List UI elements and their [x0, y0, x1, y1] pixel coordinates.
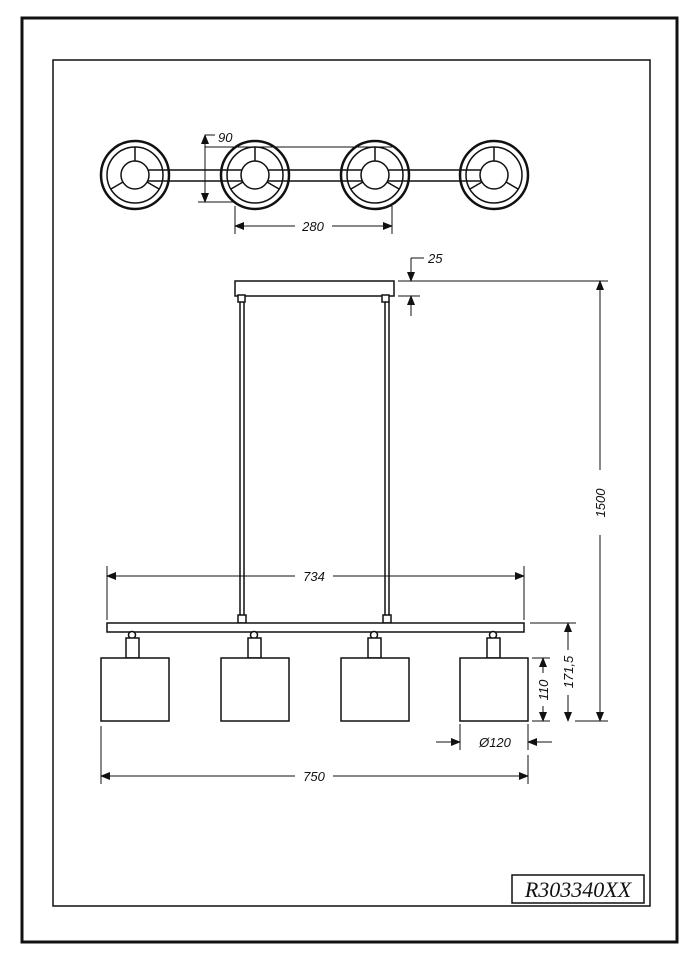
dim-shade-depth-label: 90	[218, 130, 233, 145]
dim-shade-diameter-label: Ø120	[478, 735, 512, 750]
lamp-4	[459, 630, 529, 722]
product-code: R303340XX	[524, 877, 633, 902]
dim-shade-height-label: 110	[536, 679, 551, 700]
dim-overall-width	[100, 726, 529, 784]
dim-shade-depth	[198, 134, 235, 203]
lamp-3	[340, 630, 410, 722]
dim-canopy-height	[398, 257, 424, 316]
lamp-1	[100, 630, 170, 722]
dim-shade-height	[532, 657, 550, 722]
dim-total-height	[420, 280, 608, 722]
top-shade-3	[339, 139, 411, 211]
lamp-bar	[106, 622, 525, 633]
dim-bar-length	[106, 566, 525, 620]
outer-frame	[20, 16, 679, 944]
dim-bar-length-label: 734	[303, 569, 325, 584]
dim-total-height-label: 1500	[593, 488, 608, 518]
front-view	[100, 280, 529, 722]
dim-canopy-height-label: 25	[427, 251, 443, 266]
product-code-box	[511, 874, 645, 904]
dim-shade-with-holder-label: 171,5	[561, 655, 576, 688]
dim-shade-with-holder	[530, 622, 576, 722]
dim-shade-spacing-label: 280	[301, 219, 324, 234]
dim-shade-diameter	[436, 724, 552, 750]
ceiling-canopy	[234, 280, 395, 297]
top-shade-2	[219, 139, 291, 211]
dim-shade-spacing	[234, 206, 393, 234]
top-shade-1	[99, 139, 171, 211]
lamp-2	[220, 630, 290, 722]
dim-overall-width-label: 750	[303, 769, 325, 784]
top-view	[99, 139, 530, 211]
top-shade-4	[458, 139, 530, 211]
inner-frame	[52, 59, 651, 907]
